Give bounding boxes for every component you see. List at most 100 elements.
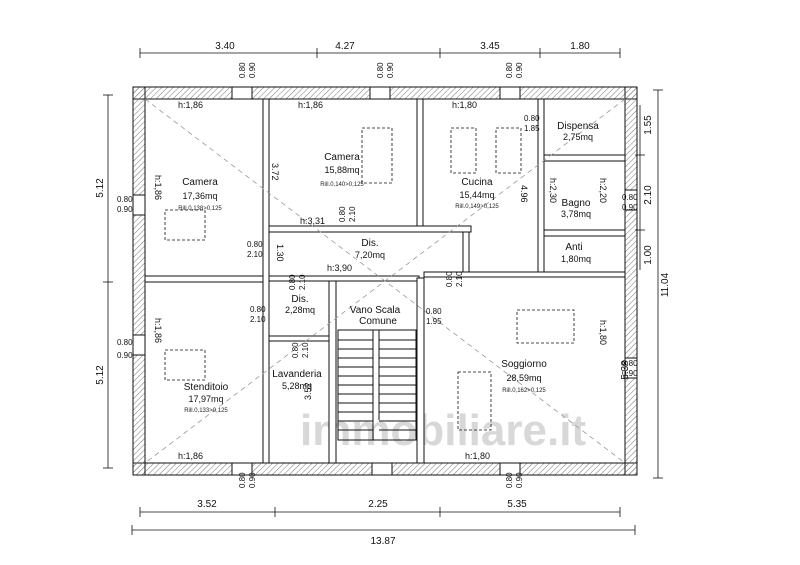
svg-text:0.90: 0.90 [515,62,524,78]
svg-text:Bagno: Bagno [562,198,591,209]
windows [132,86,638,476]
dim-bottom-3: 5.35 [507,499,527,510]
svg-text:3.52: 3.52 [303,382,313,400]
svg-text:0.80: 0.80 [426,307,442,316]
svg-text:Lavanderia: Lavanderia [272,369,322,380]
dimension-lines [103,48,663,535]
svg-text:Rill.0,138>0,125: Rill.0,138>0,125 [178,206,222,212]
room-dis-2: Dis. 2,28mq [285,294,315,315]
svg-text:0.80: 0.80 [250,305,266,314]
svg-text:0.90: 0.90 [248,472,257,488]
svg-text:15,88mq: 15,88mq [324,165,359,175]
svg-text:0.80: 0.80 [291,342,300,358]
svg-text:1,80mq: 1,80mq [561,254,591,264]
svg-text:Rill.0,133>0,125: Rill.0,133>0,125 [184,408,228,414]
svg-text:17,36mq: 17,36mq [182,191,217,201]
svg-text:1.85: 1.85 [524,124,540,133]
window-opening-labels: 0.80 0.90 0.80 0.90 0.80 0.90 0.80 0.90 … [117,62,638,488]
room-camera-1: h:1,86 h:1,86 Camera 17,36mq Rill.0,138>… [153,100,222,212]
dim-bottom-2: 2.25 [368,499,388,510]
svg-text:h:1,80: h:1,80 [452,100,477,110]
dim-top-2: 4.27 [335,41,355,52]
svg-text:Stenditoio: Stenditoio [184,382,229,393]
dim-left-2: 5.12 [95,365,106,385]
svg-text:Camera: Camera [182,177,218,188]
svg-text:0.80: 0.80 [238,472,247,488]
svg-text:0.80: 0.80 [117,195,133,204]
svg-text:7,20mq: 7,20mq [355,250,385,260]
svg-text:h:1,80: h:1,80 [598,320,608,345]
svg-text:h:2,30: h:2,30 [548,178,558,203]
svg-text:5,28mq: 5,28mq [282,381,312,391]
svg-text:2.10: 2.10 [298,274,307,290]
room-stenditoio: h:1,86 h:1,86 Stenditoio 17,97mq Rill.0,… [153,318,229,461]
svg-text:Rill.0,149>0,125: Rill.0,149>0,125 [455,204,499,210]
svg-text:0.90: 0.90 [117,351,133,360]
svg-text:0.80: 0.80 [117,338,133,347]
svg-text:h:3,90: h:3,90 [327,263,352,273]
svg-text:h:1,86: h:1,86 [298,100,323,110]
room-anti: Anti 1,80mq [561,242,591,264]
room-dis-1: h:3,31 h:3,90 1.30 Dis. 7,20mq [275,216,385,273]
svg-text:2.10: 2.10 [250,315,266,324]
svg-text:2.10: 2.10 [455,271,464,287]
room-camera-2: h:1,86 3.72 Camera 15,88mq Rill.0,140>0,… [270,100,364,188]
svg-text:0.90: 0.90 [622,369,638,378]
svg-text:0.80: 0.80 [338,206,347,222]
dim-left-1: 5.12 [95,178,106,198]
svg-text:h:1,80: h:1,80 [465,451,490,461]
dim-right-3: 1.00 [643,245,654,265]
room-dispensa: Dispensa 2,75mq [557,121,599,142]
svg-text:h:1,86: h:1,86 [153,175,163,200]
interior-walls [144,98,626,464]
door-opening-labels: 0.80 1.85 0.80 2.10 0.80 2.10 0.80 2.10 … [247,114,540,358]
svg-text:0.80: 0.80 [238,62,247,78]
svg-text:0.80: 0.80 [622,359,638,368]
svg-text:1.30: 1.30 [275,244,285,262]
svg-text:Comune: Comune [359,316,397,327]
svg-text:0.90: 0.90 [248,62,257,78]
room-cucina: h:1,80 4.96 Cucina 15,44mq Rill.0,149>0,… [452,100,529,210]
furniture-outlines [164,127,575,431]
svg-text:h:1,86: h:1,86 [153,318,163,343]
svg-text:Rill.0,140>0,125: Rill.0,140>0,125 [320,182,364,188]
svg-text:0.80: 0.80 [376,62,385,78]
stairs [337,329,417,441]
dim-right-1: 1.55 [643,115,654,135]
room-soggiorno: h:1,80 h:1,80 Soggiorno 28,59mq Rill.0,1… [465,320,608,461]
dim-total-width: 13.87 [370,536,395,547]
svg-text:Vano Scala: Vano Scala [350,305,401,316]
svg-text:3.72: 3.72 [270,163,280,181]
dim-right-4: 5.38 [620,360,631,380]
dim-total-height: 11.04 [660,272,671,297]
svg-text:2.10: 2.10 [301,342,310,358]
svg-text:0.90: 0.90 [515,472,524,488]
svg-text:15,44mq: 15,44mq [459,190,494,200]
svg-text:0.90: 0.90 [386,62,395,78]
svg-text:h:2,20: h:2,20 [598,178,608,203]
room-bagno: h:2,30 h:2,20 Bagno 3,78mq [548,178,608,219]
svg-text:2,28mq: 2,28mq [285,305,315,315]
svg-text:h:3,31: h:3,31 [300,216,325,226]
dim-top-4: 1.80 [570,41,590,52]
svg-text:h:1,86: h:1,86 [178,451,203,461]
svg-text:2,75mq: 2,75mq [563,132,593,142]
svg-text:2.10: 2.10 [247,250,263,259]
svg-text:Dispensa: Dispensa [557,121,599,132]
svg-text:Cucina: Cucina [461,177,493,188]
svg-text:Dis.: Dis. [361,238,378,249]
svg-text:0.80: 0.80 [622,193,638,202]
svg-text:0.80: 0.80 [247,240,263,249]
dim-right-2: 2.10 [643,185,654,205]
svg-text:4.96: 4.96 [519,185,529,203]
svg-text:0.80: 0.80 [288,274,297,290]
svg-text:Camera: Camera [324,152,360,163]
dim-top-1: 3.40 [215,41,235,52]
svg-text:0.80: 0.80 [445,271,454,287]
svg-text:1.95: 1.95 [426,317,442,326]
svg-text:0.80: 0.80 [524,114,540,123]
svg-text:Rill.0,162>0,125: Rill.0,162>0,125 [502,388,546,394]
svg-text:0.80: 0.80 [505,472,514,488]
svg-text:0.80: 0.80 [505,62,514,78]
